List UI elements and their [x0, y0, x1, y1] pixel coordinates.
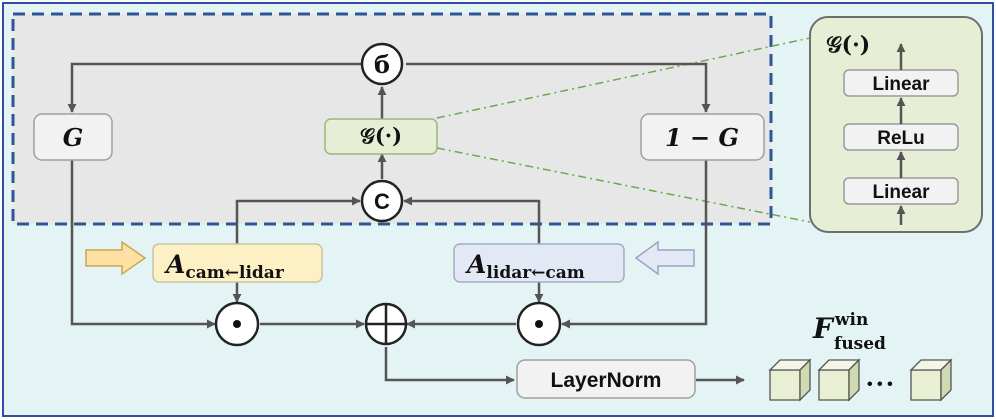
arrow — [235, 196, 361, 244]
mlp-title: 𝒢(·) — [826, 32, 870, 58]
a-lidar-base: A — [465, 250, 486, 279]
arrow — [384, 347, 515, 385]
arrow — [561, 160, 708, 329]
cube-icon — [909, 358, 953, 402]
sigmoid-label: б — [374, 50, 390, 79]
arrow — [403, 196, 541, 244]
a-cam-sub: cam←lidar — [185, 263, 284, 283]
mlp-panel: 𝒢(·) Linear ReLu Linear — [809, 16, 983, 233]
mlp-layer-linear-top: Linear — [872, 74, 930, 95]
output-sup: win — [834, 310, 868, 330]
odot-icon — [516, 301, 562, 347]
cube-icon — [817, 358, 861, 402]
g-func-label: 𝒢(·) — [360, 123, 402, 148]
cam-input-arrow-icon — [85, 240, 147, 276]
odot-icon — [214, 301, 260, 347]
a-lidar-cam-node: Alidar←cam — [453, 243, 625, 283]
cube-ellipsis: • • • — [867, 376, 893, 393]
a-cam-base: A — [164, 250, 185, 279]
svg-text:Alidar←cam: Alidar←cam — [465, 250, 585, 283]
layernorm-node: LayerNorm — [516, 359, 696, 399]
g-func-node: 𝒢(·) — [324, 118, 438, 155]
g-label: G — [63, 123, 84, 152]
concat-label: C — [374, 189, 390, 214]
sigmoid-node: б — [360, 42, 404, 86]
a-lidar-sub: lidar←cam — [486, 263, 584, 283]
arrow — [67, 62, 363, 113]
output-base: F — [812, 312, 835, 345]
one-minus-g-node: 1 − G — [640, 113, 765, 161]
arrow — [70, 160, 216, 329]
a-cam-lidar-node: Acam←lidar — [152, 243, 323, 283]
oplus-icon — [364, 302, 408, 346]
lidar-input-arrow-icon — [634, 240, 695, 276]
svg-text:Acam←lidar: Acam←lidar — [164, 250, 285, 283]
output-sub: fused — [834, 334, 886, 354]
mlp-layer-relu: ReLu — [877, 128, 925, 149]
cube-icon — [768, 358, 812, 402]
one-minus-g-label: 1 − G — [665, 123, 739, 152]
concat-node: C — [360, 179, 404, 223]
mlp-layer-linear-bottom: Linear — [872, 182, 930, 203]
connectors — [67, 62, 745, 385]
layernorm-label: LayerNorm — [551, 369, 662, 392]
g-node: G — [33, 113, 113, 161]
arrow — [406, 62, 711, 113]
